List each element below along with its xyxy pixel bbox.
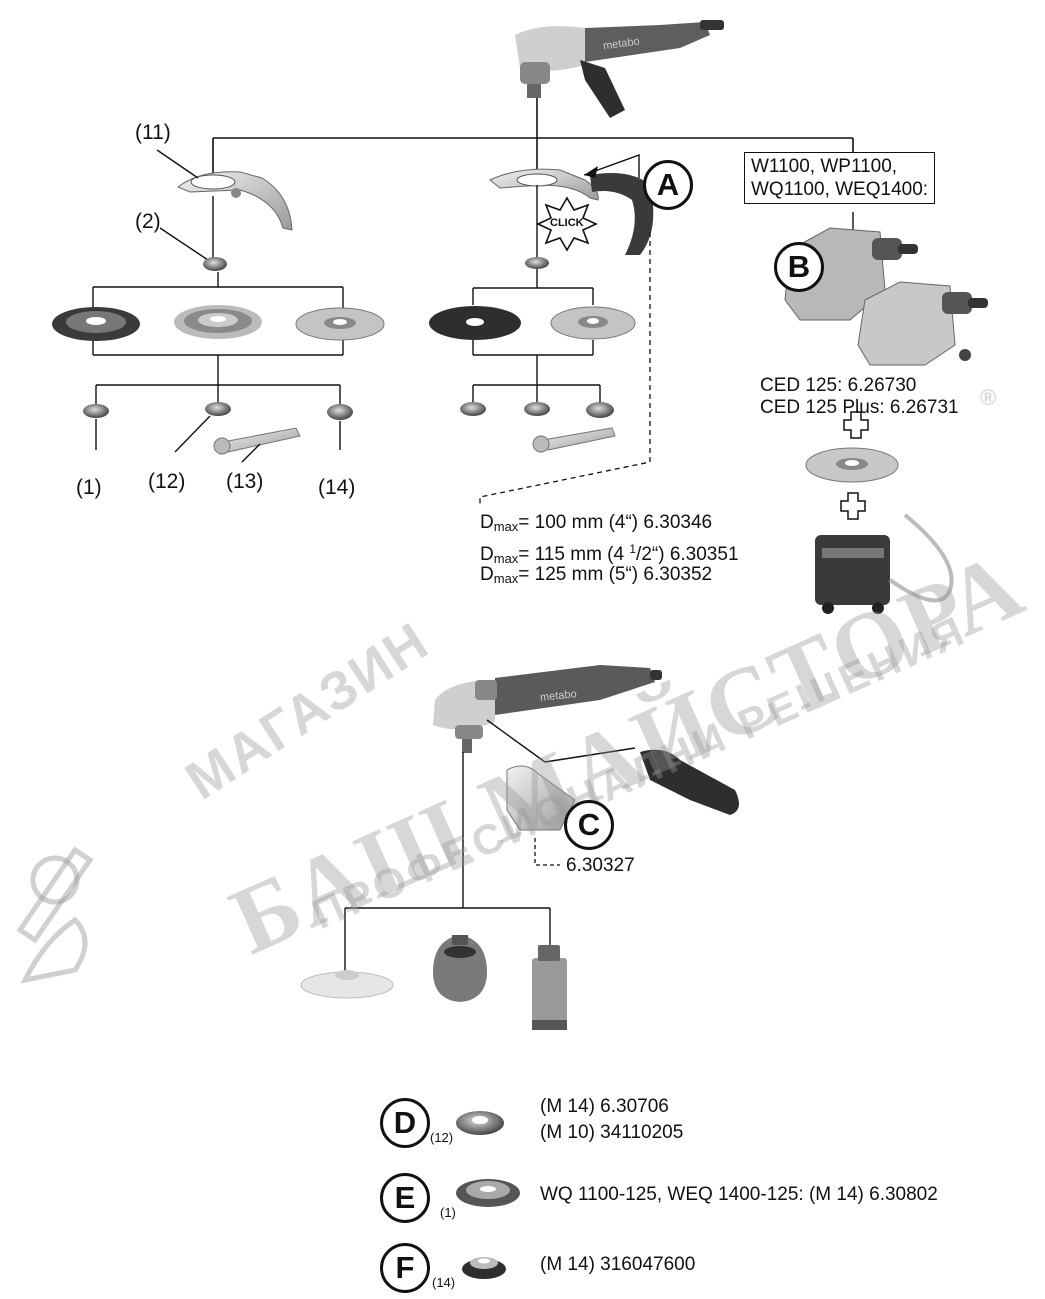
legend-marker-e: E (380, 1173, 430, 1223)
click-burst (536, 196, 598, 252)
angle-grinder-top (515, 20, 724, 118)
disc-cutoff-mid (429, 306, 521, 340)
ced-125: CED 125: 6.26730 (760, 375, 917, 396)
legend-d-line-1: (M 14) 6.30706 (540, 1096, 669, 1117)
disc-diamond-right (805, 447, 899, 483)
marker-c: C (564, 800, 614, 850)
legend-f-line-1: (M 14) 316047600 (540, 1254, 696, 1275)
flange-nut-e-shape (456, 1179, 520, 1207)
dmax-row-100: Dmax= 100 mm (4“) 6.30346 (480, 512, 713, 534)
legend-d-line-2: (M 10) 34110205 (540, 1122, 684, 1143)
dmax-row-115: Dmax= 115 mm (4 1/2“) 6.30351 (480, 542, 739, 566)
disc-diamond-left (295, 307, 385, 341)
quick-nut-f-shape (462, 1257, 506, 1279)
legend-ref-e: (1) (440, 1205, 456, 1220)
legend-ref-f: (14) (432, 1275, 456, 1290)
side-handle (640, 749, 739, 815)
label-part-13: (13) (226, 470, 264, 493)
diamond-drill-bit (532, 945, 567, 1030)
label-part-14: (14) (318, 476, 356, 499)
watermark-reg: ® (980, 385, 997, 410)
guard-mid-shape (489, 168, 599, 201)
flange-nut-d-shape (456, 1111, 504, 1135)
disc-grinding-left (52, 307, 140, 341)
wrench-13 (213, 427, 301, 455)
ced-125-plus: CED 125 Plus: 6.26731 (760, 397, 959, 418)
legend-e-line-1: WQ 1100-125, WEQ 1400-125: (M 14) 6.3080… (540, 1184, 938, 1205)
legend-marker-d: D (380, 1098, 430, 1148)
angle-grinder-lower (433, 665, 662, 753)
dmax-row-125: Dmax= 125 mm (5“) 6.30352 (480, 564, 713, 586)
model-line-2: WQ1100, WEQ1400: (751, 179, 929, 200)
legend-ref-d: (12) (430, 1130, 454, 1145)
label-part-2: (2) (135, 210, 161, 233)
disc-flap-left (174, 305, 262, 339)
bracket-c (506, 765, 576, 831)
wrench-mid (532, 427, 616, 453)
guard-11-shape (177, 171, 293, 231)
marker-b: B (774, 242, 824, 292)
label-part-1: (1) (76, 476, 102, 499)
part-number-c: 6.30327 (566, 855, 635, 876)
legend-marker-f: F (380, 1243, 430, 1293)
hammer-logo-icon (16, 846, 94, 984)
vacuum-extractor (815, 513, 954, 614)
cutting-guard-a (590, 172, 654, 255)
label-part-12: (12) (148, 470, 186, 493)
backing-pad (300, 970, 394, 999)
cup-brush (432, 935, 488, 1002)
click-label: CLICK (550, 217, 584, 229)
disc-diamond-mid (550, 306, 636, 340)
cutting-guard-ced-front (857, 281, 988, 366)
label-part-11: (11) (135, 121, 171, 144)
model-line-1: W1100, WP1100, (751, 156, 898, 177)
marker-a: A (643, 160, 693, 210)
model-box: W1100, WP1100, WQ1100, WEQ1400: (744, 152, 936, 204)
